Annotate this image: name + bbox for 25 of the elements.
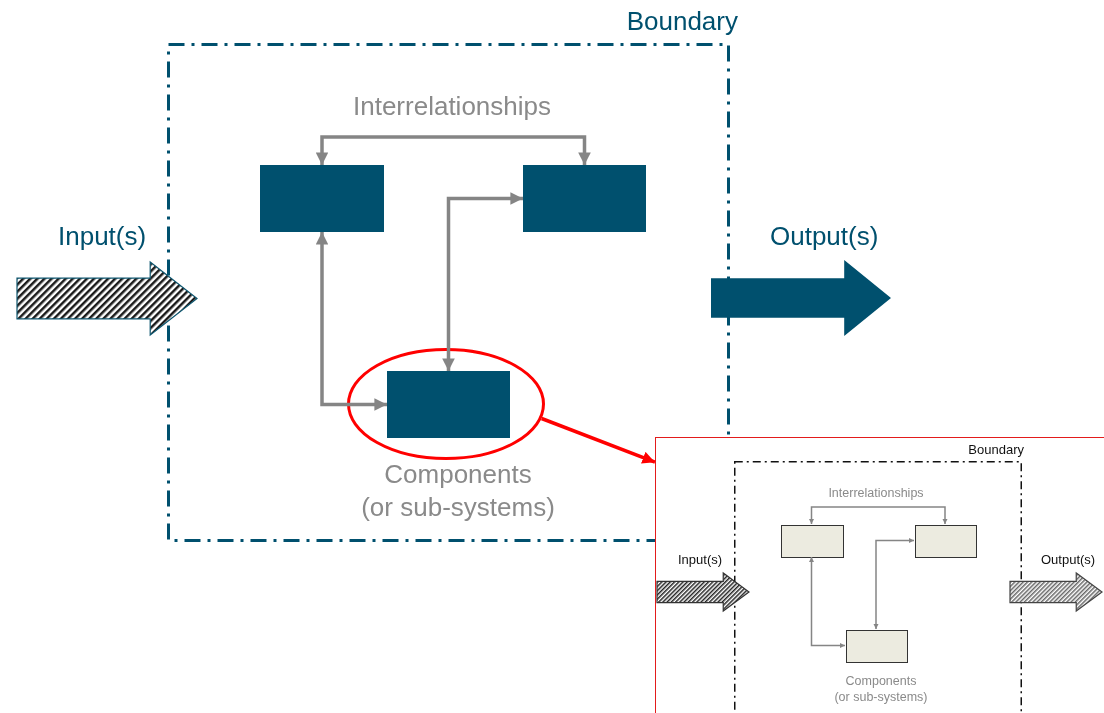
arrow-label: Input(s) [58,222,147,251]
connector-arrow [808,556,846,649]
component-box [523,165,646,232]
caption-label: Components (or sub-systems) [834,674,928,706]
component-box [387,371,510,438]
connector-arrow [808,506,948,525]
boundary-label: Boundary [968,443,1024,458]
pointer-arrow [541,416,656,464]
connector-arrow [442,192,523,371]
highlight-ellipse [347,348,545,460]
component-box [846,630,908,663]
component-box [915,525,977,558]
connector-arrow [315,232,387,411]
connector-arrow [315,135,591,165]
arrow-label: Output(s) [1041,553,1096,568]
caption-label: Interrelationships [353,90,551,123]
caption-label: Components (or sub-systems) [361,458,555,523]
boundary-label: Boundary [626,7,738,36]
component-box [260,165,384,232]
connector-arrow [873,537,915,630]
arrow-label: Input(s) [678,553,723,568]
arrow-label: Output(s) [770,222,879,251]
component-box [781,525,844,558]
inset-panel [655,437,1104,713]
caption-label: Interrelationships [828,486,924,502]
